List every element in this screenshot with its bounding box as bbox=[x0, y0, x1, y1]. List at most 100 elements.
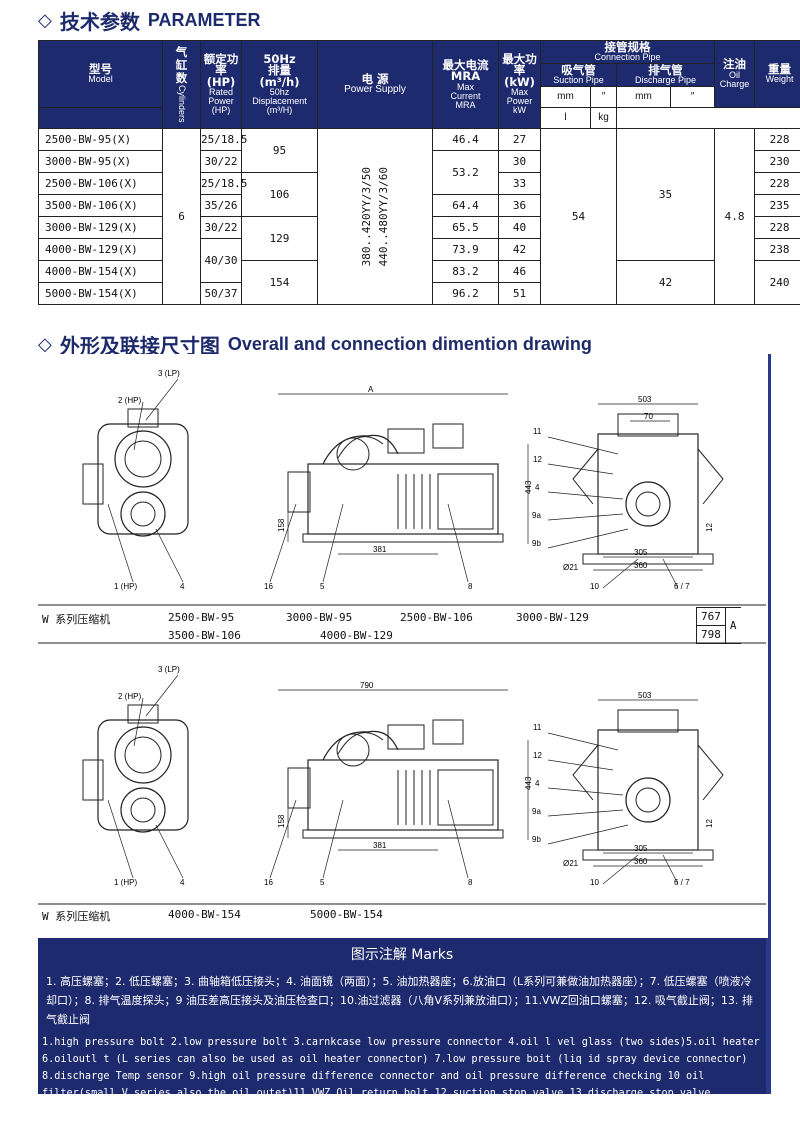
suction-value: 54 bbox=[540, 128, 617, 305]
label-8: 8 bbox=[468, 582, 473, 591]
label-12b: 12 bbox=[705, 819, 714, 828]
series-title-2: W 系列压缩机 bbox=[42, 910, 111, 923]
table-row: 2500-BW-95(X) 6 25/18.5 95 380..420YY/3/… bbox=[38, 128, 800, 305]
unit-kg: kg bbox=[590, 107, 617, 129]
label-1hp: 1 (HP) bbox=[114, 878, 137, 887]
label-12: 12 bbox=[533, 751, 542, 760]
unit-mm-discharge: mm bbox=[616, 86, 671, 108]
label-4: 4 bbox=[180, 582, 185, 591]
label-503: 503 bbox=[638, 691, 652, 700]
series1-model: 3000-BW-95 bbox=[286, 611, 353, 624]
label-9a: 9a bbox=[532, 807, 541, 816]
label-790: 790 bbox=[360, 681, 374, 690]
marks-en: 1.high pressure bolt 2.low pressure bolt… bbox=[42, 1037, 760, 1099]
label-5: 5 bbox=[320, 878, 325, 887]
label-d21: Ø21 bbox=[563, 859, 579, 868]
label-12: 12 bbox=[533, 455, 542, 464]
section-title-en: PARAMETER bbox=[147, 10, 261, 30]
label-6-7: 6 / 7 bbox=[674, 582, 690, 591]
unit-mm-suction: mm bbox=[540, 86, 591, 108]
label-16: 16 bbox=[264, 878, 273, 887]
drawing-set-1 bbox=[82, 378, 724, 589]
header-spacer bbox=[38, 107, 163, 129]
label-10: 10 bbox=[590, 582, 599, 591]
label-158: 158 bbox=[277, 814, 286, 828]
series1-model: 2500-BW-95 bbox=[168, 611, 235, 624]
table-row: 5000-BW-154(X) 50/37 96.2 51 bbox=[38, 282, 800, 305]
label-A: A bbox=[368, 385, 374, 394]
label-305: 305 bbox=[634, 548, 648, 557]
table-row: 4000-BW-154(X) 154 83.2 46 42 240 bbox=[38, 260, 800, 305]
label-4b: 4 bbox=[535, 483, 540, 492]
label-70: 70 bbox=[644, 412, 653, 421]
panel-edge bbox=[765, 354, 771, 1094]
unit-inch-discharge: ″ bbox=[669, 86, 716, 108]
label-d21: Ø21 bbox=[563, 563, 579, 572]
label-9b: 9b bbox=[532, 539, 541, 548]
discharge-value-1: 35 bbox=[615, 128, 716, 261]
label-9a: 9a bbox=[532, 511, 541, 520]
cylinders-value: 6 bbox=[162, 128, 201, 305]
series2-model: 4000-BW-154 bbox=[168, 908, 241, 921]
label-11: 11 bbox=[533, 427, 542, 436]
label-158: 158 bbox=[277, 518, 286, 532]
label-381: 381 bbox=[373, 545, 387, 554]
table-row: 2500-BW-106(X) 25/18.5 106 33 228 bbox=[38, 172, 800, 217]
section-title-cn: 技术参数 bbox=[59, 10, 140, 34]
label-3lp: 3 (LP) bbox=[158, 369, 180, 378]
dim-798: 798 bbox=[696, 625, 726, 644]
label-8: 8 bbox=[468, 878, 473, 887]
table-row: 3000-BW-95(X) 30/22 53.2 30 230 bbox=[38, 150, 800, 195]
drawing-svg: 3 (LP) 2 (HP) 1 (HP) 4 A 443 158 381 16 … bbox=[38, 369, 766, 905]
marks-cn: 1. 高压螺塞；2. 低压螺塞；3. 曲轴箱低压接头；4. 油面镜（两面）；5.… bbox=[46, 975, 753, 1026]
label-1hp: 1 (HP) bbox=[114, 582, 137, 591]
label-381: 381 bbox=[373, 841, 387, 850]
table-row: 3500-BW-106(X) 35/26 64.4 36 235 bbox=[38, 194, 800, 217]
marks-panel: 图示注解 Marks 1. 高压螺塞；2. 低压螺塞；3. 曲轴箱低压接头；4.… bbox=[38, 938, 766, 1099]
label-12b: 12 bbox=[705, 523, 714, 532]
label-2hp: 2 (HP) bbox=[118, 692, 141, 701]
series1-model: 3500-BW-106 bbox=[168, 629, 241, 642]
label-443: 443 bbox=[524, 776, 533, 790]
series-title-1: W 系列压缩机 bbox=[42, 613, 111, 626]
series1-model: 2500-BW-106 bbox=[400, 611, 473, 624]
series1-model: 4000-BW-129 bbox=[320, 629, 393, 642]
label-10: 10 bbox=[590, 878, 599, 887]
series2-model: 5000-BW-154 bbox=[310, 908, 383, 921]
label-4: 4 bbox=[180, 878, 185, 887]
label-2hp: 2 (HP) bbox=[118, 396, 141, 405]
oil-value: 4.8 bbox=[714, 128, 756, 305]
diamond-icon: ◇ bbox=[38, 334, 52, 355]
table-row: 4000-BW-129(X) 40/30 73.9 42 238 bbox=[38, 238, 800, 283]
drawing-set-2: 3 (LP) 2 (HP) 1 (HP) 4 790 443 158 381 1… bbox=[82, 665, 724, 887]
label-16: 16 bbox=[264, 582, 273, 591]
label-3lp: 3 (LP) bbox=[158, 665, 180, 674]
unit-inch-suction: ″ bbox=[590, 86, 617, 108]
label-9b: 9b bbox=[532, 835, 541, 844]
label-6-7: 6 / 7 bbox=[674, 878, 690, 887]
drawing-panel: 3 (LP) 2 (HP) 1 (HP) 4 A 443 158 381 16 … bbox=[38, 354, 768, 938]
label-360: 360 bbox=[634, 857, 648, 866]
section-title-en: Overall and connection dimention drawing bbox=[227, 334, 592, 354]
label-503: 503 bbox=[638, 395, 652, 404]
table-row: 3000-BW-129(X) 30/22 129 65.5 40 228 bbox=[38, 216, 800, 261]
section-title-parameter: ◇ 技术参数 PARAMETER bbox=[38, 6, 261, 35]
drawing-labels-1: 3 (LP) 2 (HP) 1 (HP) 4 A 443 158 381 16 … bbox=[114, 369, 714, 591]
dim-767: 767 bbox=[696, 607, 726, 626]
power-supply-value: 380..420YY/3/50 440..480YY/3/60 bbox=[317, 128, 433, 305]
label-360: 360 bbox=[634, 561, 648, 570]
discharge-value-2: 42 bbox=[615, 260, 716, 305]
label-5: 5 bbox=[320, 582, 325, 591]
